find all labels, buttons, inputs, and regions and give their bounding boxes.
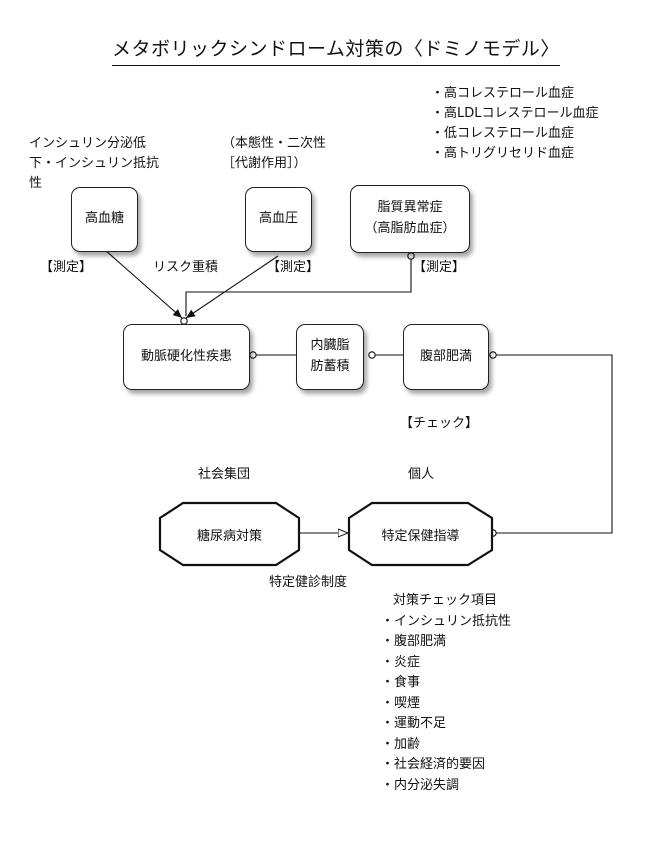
- insulin-note: インシュリン分泌低 下・インシュリン抵抗 性: [29, 134, 159, 194]
- check-items-list: 対策チェック項目 ・インシュリン抵抗性 ・腹部肥満 ・炎症 ・食事 ・喫煙 ・運…: [381, 591, 511, 796]
- box-hyperglycemia: 高血糖: [71, 187, 138, 252]
- label-individual: 個人: [408, 467, 435, 482]
- label-measure-2: 【測定】: [267, 260, 320, 275]
- lipid-item: ・低コレステロール血症: [431, 126, 575, 142]
- joint-arterial-right: [249, 351, 257, 359]
- joint-visceral-right: [368, 351, 376, 359]
- check-items-heading: 対策チェック項目: [393, 593, 498, 608]
- line-obesity-to-guidance: [493, 354, 613, 534]
- joint-obesity-right: [489, 351, 497, 359]
- check-item: ・腹部肥満: [381, 634, 447, 650]
- box-arterial-disease: 動脈硬化性疾患: [123, 324, 250, 390]
- box-dyslipidemia: 脂質異常症 （高脂肪血症）: [350, 185, 470, 253]
- lipid-item: ・高コレステロール血症: [431, 86, 575, 101]
- lipid-item: ・高トリグリセリド血症: [431, 146, 575, 162]
- label-risk-accumulation: リスク重積: [153, 260, 219, 275]
- box-label: 腹部肥満: [419, 348, 472, 364]
- octagon-diabetes-label: 糖尿病対策: [196, 528, 262, 544]
- lipid-disorder-list: ・高コレステロール血症 ・高LDLコレステロール血症 ・低コレステロール血症 ・…: [431, 84, 599, 165]
- box-label: 脂質異常症: [377, 200, 443, 216]
- box-hypertension: 高血圧: [245, 187, 312, 252]
- check-item: ・運動不足: [381, 716, 447, 732]
- octagon-guidance-label: 特定保健指導: [381, 528, 460, 544]
- check-item: ・炎症: [381, 654, 421, 670]
- label-checkup-system: 特定健診制度: [269, 575, 348, 590]
- box-label: 内臓脂: [310, 338, 350, 354]
- check-item: ・食事: [381, 675, 421, 691]
- insulin-note-line: インシュリン分泌低: [29, 136, 147, 151]
- box-label: 肪蓄積: [310, 359, 350, 374]
- box-label: 動脈硬化性疾患: [140, 348, 232, 364]
- label-society: 社会集団: [198, 467, 251, 482]
- line-glucose-to-arterial: [104, 249, 183, 319]
- line-lipid-to-arterial: [185, 257, 412, 316]
- check-item: ・内分泌失調: [381, 777, 460, 793]
- bp-note-line: ［代謝作用］）: [222, 156, 307, 172]
- octagon-guidance: [347, 501, 494, 567]
- box-label: （高脂肪血症）: [364, 221, 456, 236]
- box-abdominal-obesity: 腹部肥満: [403, 324, 489, 390]
- check-item: ・インシュリン抵抗性: [381, 613, 512, 629]
- bp-note: （本態性・二次性 ［代謝作用］）: [222, 134, 326, 174]
- insulin-note-line: 性: [29, 176, 43, 192]
- check-item: ・加齢: [381, 736, 421, 752]
- page-title: メタボリックシンドローム対策の〈ドミノモデル〉: [112, 34, 560, 66]
- box-label: 高血糖: [84, 211, 124, 227]
- lipid-item: ・高LDLコレステロール血症: [431, 106, 599, 122]
- check-item: ・社会経済的要因: [381, 757, 486, 773]
- check-item: ・喫煙: [381, 695, 421, 711]
- bp-note-line: （本態性・二次性: [222, 136, 327, 151]
- label-measure-1: 【測定】: [40, 260, 93, 275]
- label-measure-3: 【測定】: [413, 260, 466, 275]
- insulin-note-line: 下・インシュリン抵抗: [29, 156, 160, 172]
- octagon-diabetes: [158, 501, 301, 567]
- box-label: 高血圧: [258, 211, 298, 227]
- label-check: 【チェック】: [400, 416, 479, 431]
- line-bp-to-arterial: [185, 255, 279, 319]
- box-visceral-fat: 内臓脂 肪蓄積: [296, 324, 364, 390]
